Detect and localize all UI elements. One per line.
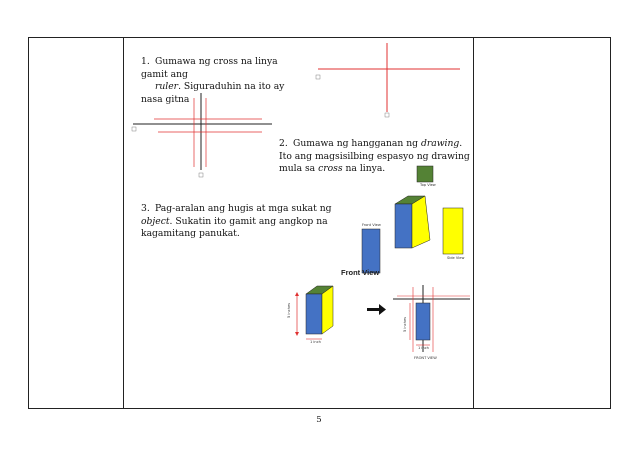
- step-number: 2.: [279, 138, 288, 149]
- column-divider-left: [123, 37, 124, 409]
- measurement-diagram: [295, 285, 470, 352]
- label-front-view-large: Front View: [341, 268, 380, 277]
- label-height: 5 inches: [287, 302, 291, 318]
- orthographic-views: [361, 165, 464, 274]
- step-number: 1.: [141, 56, 150, 67]
- label-top-view: Top View: [420, 183, 436, 187]
- label-width-drawing: 1 inch: [418, 346, 429, 350]
- label-front-view-caption: FRONT VIEW: [414, 356, 437, 360]
- cross-diagram-simple: [315, 43, 460, 118]
- label-width: 1 inch: [310, 340, 321, 344]
- table-frame: [28, 37, 611, 409]
- label-side-view: Side View: [447, 256, 465, 260]
- step-2: 2.Gumawa ng hangganan ng drawing. Ito an…: [279, 138, 470, 174]
- front-view-shape: [361, 228, 381, 274]
- cross-diagram-bordered: [131, 93, 272, 178]
- top-view-shape: [416, 165, 434, 183]
- block-front-face: [394, 203, 413, 249]
- step-number: 3.: [141, 203, 150, 214]
- label-height-drawing: 5 inches: [403, 316, 407, 332]
- label-front-view: Front View: [362, 223, 381, 227]
- step-1: 1.Gumawa ng cross na linya gamit ang rul…: [141, 56, 285, 105]
- page-number: 5: [316, 415, 322, 425]
- step-3: 3.Pag-aralan ang hugis at mga sukat ng o…: [141, 203, 332, 239]
- column-divider-right: [473, 37, 474, 409]
- side-view-shape: [442, 207, 464, 255]
